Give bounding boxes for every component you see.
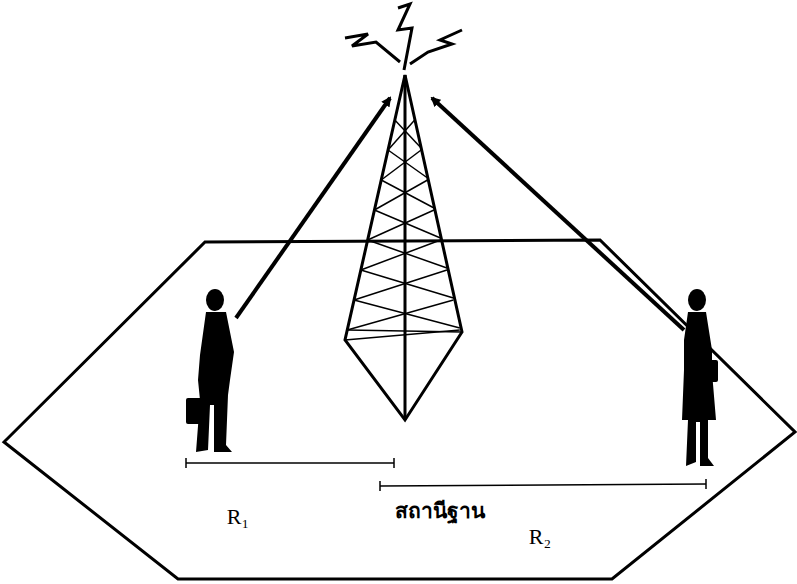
distance-label: R₂ [529,525,551,549]
dimension-line [186,458,706,491]
man-figure [186,289,234,452]
woman-figure [682,289,718,466]
signal-arrow [236,98,390,318]
distance-label: R₁ [227,505,249,529]
station-label: สถานีฐาน [395,500,485,523]
signal-arrow [432,98,684,330]
antenna-signal [345,4,462,70]
cell-hexagon [4,240,795,579]
tower [345,75,462,420]
